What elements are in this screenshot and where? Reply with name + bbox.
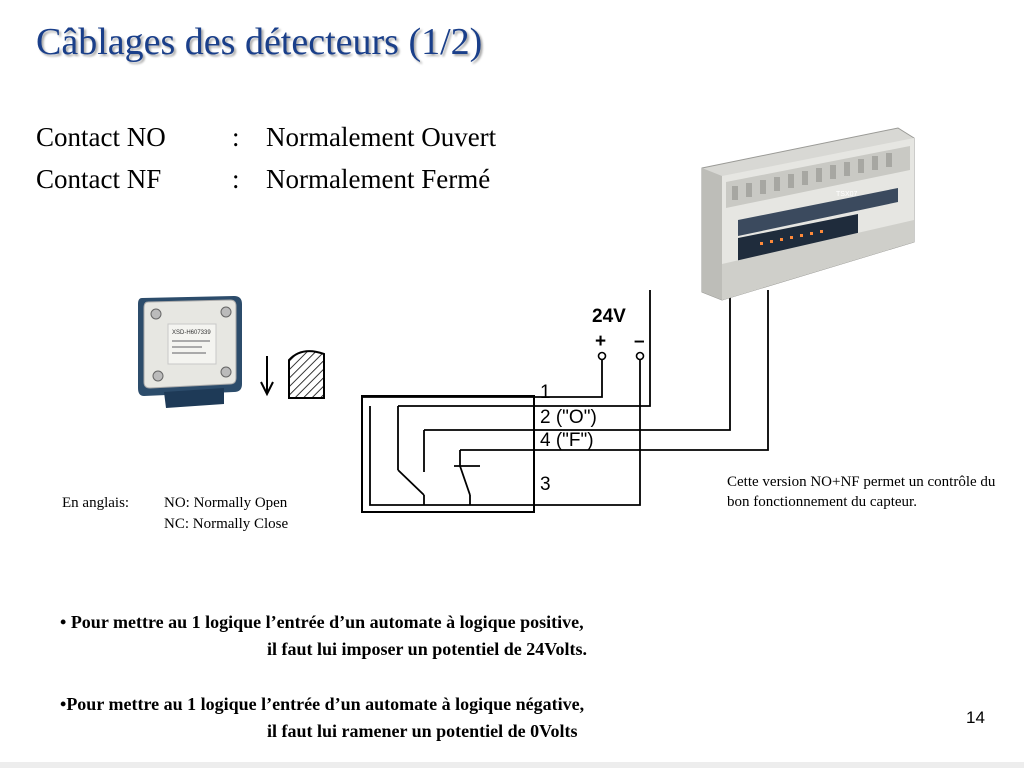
terminal-4-label: 4 ("F") [540, 430, 594, 451]
bullet-2-text: Pour mettre au 1 logique l’entrée d’un a… [66, 694, 585, 714]
target-hatched [288, 350, 325, 399]
definition-nf-separator: : [232, 164, 240, 194]
sensor-image: XSD-H607339 [138, 296, 242, 408]
slide-title: Câblages des détecteurs (1/2) [36, 21, 483, 63]
terminal-3-label: 3 [540, 474, 551, 495]
english-nc: NC: Normally Close [164, 516, 289, 532]
bullet-2-marker: • [60, 694, 67, 714]
wiring-diagram: 24V + – 1 2 ("O") 4 ("F") 3 [260, 290, 769, 513]
definition-no-value: Normalement Ouvert [266, 122, 497, 152]
bullet-1-line-1: • Pour mettre au 1 logique l’entrée d’un… [60, 612, 584, 633]
plc-image: TSX07 [701, 127, 915, 301]
english-no: NO: Normally Open [164, 495, 288, 511]
definition-nf: Contact NF: Normalement Fermé [36, 164, 490, 195]
note-text: Cette version NO+NF permet un contrôle d… [727, 474, 996, 510]
bullet-1-line-2: il faut lui imposer un potentiel de 24Vo… [267, 639, 588, 659]
plc-label: TSX07 [836, 191, 858, 198]
definition-no: Contact NO: Normalement Ouvert [36, 122, 496, 153]
terminal-minus [635, 351, 645, 361]
bullet-1-text: Pour mettre au 1 logique l’entrée d’un a… [70, 612, 584, 632]
voltage-label: 24V [592, 306, 626, 327]
definition-no-label: Contact NO [36, 122, 166, 152]
bullet-2-line-1: •Pour mettre au 1 logique l’entrée d’un … [60, 694, 584, 715]
plus-sign: + [595, 331, 606, 352]
definition-nf-value: Normalement Fermé [266, 164, 491, 194]
definition-nf-label: Contact NF [36, 164, 162, 194]
terminal-2-label: 2 ("O") [540, 407, 597, 428]
minus-sign: – [634, 331, 645, 352]
sensor-label: XSD-H607339 [172, 330, 211, 336]
definition-no-separator: : [232, 122, 240, 152]
english-label: En anglais: [62, 495, 130, 511]
page-number: 14 [966, 708, 985, 727]
terminal-plus [597, 351, 607, 361]
bullet-1-marker: • [60, 612, 67, 632]
bottom-divider [0, 762, 1024, 768]
bullet-2-line-2: il faut lui ramener un potentiel de 0Vol… [267, 721, 578, 741]
terminal-1-label: 1 [540, 382, 551, 403]
